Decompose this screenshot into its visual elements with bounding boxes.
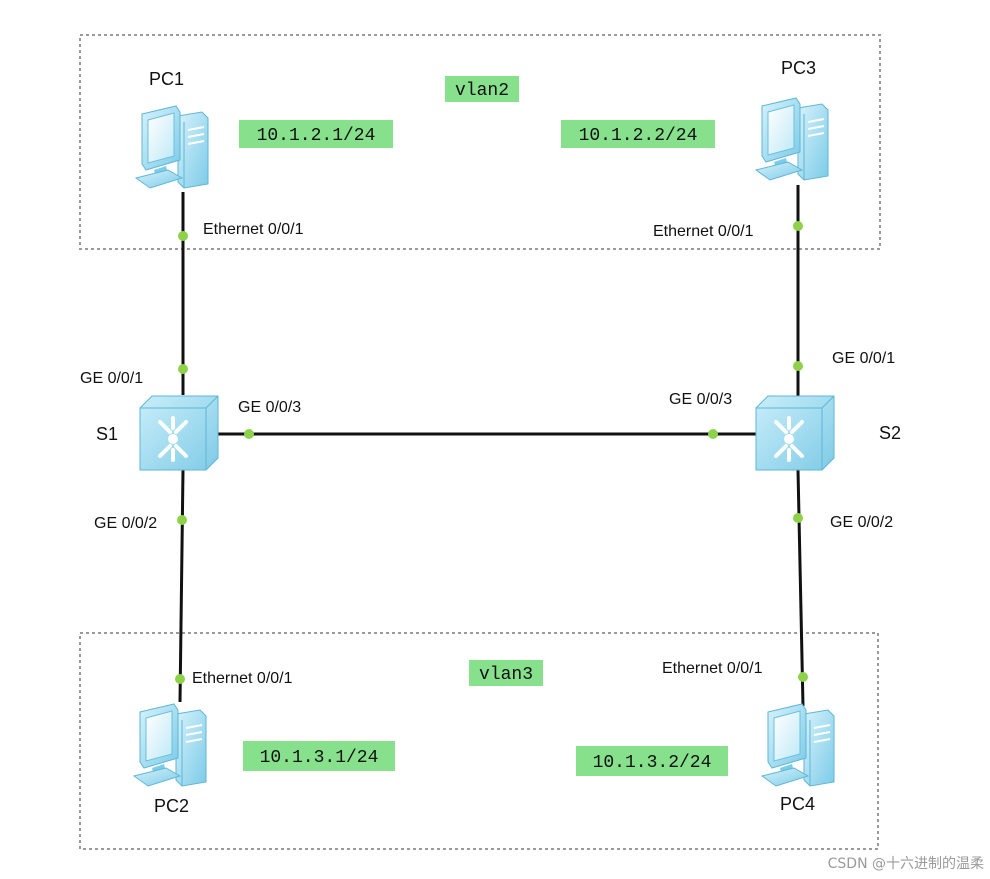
- s1-layer3-switch-icon[interactable]: [138, 394, 220, 472]
- s2-label: S2: [879, 423, 901, 443]
- port-dot-s2-trunk: [708, 429, 718, 439]
- s1-port-up-label: GE 0/0/1: [80, 370, 143, 387]
- pc3-port-label: Ethernet 0/0/1: [653, 223, 754, 240]
- s2-layer3-switch-icon[interactable]: [754, 394, 836, 472]
- pc1-ip-tag-bg: [239, 120, 393, 148]
- link-s2-pc4: [796, 469, 805, 707]
- pc2-ip-tag: 10.1.3.1/24: [260, 748, 379, 768]
- pc4-desktop-pc-icon[interactable]: [761, 703, 835, 787]
- pc2-desktop-pc-icon[interactable]: [133, 703, 207, 787]
- pc1-ip-tag: 10.1.2.1/24: [257, 126, 376, 146]
- s1-port-trunk-label: GE 0/0/3: [238, 399, 301, 416]
- pc1-port-label: Ethernet 0/0/1: [203, 221, 304, 238]
- port-dot-pc4: [798, 672, 808, 682]
- port-dot-s2-up: [793, 361, 803, 371]
- port-dot-s2-down: [793, 513, 803, 523]
- pc3-label: PC3: [781, 58, 816, 78]
- vlan2-tag-bg: [445, 76, 519, 102]
- s1-label: S1: [96, 424, 118, 444]
- pc2-port-label: Ethernet 0/0/1: [192, 670, 293, 687]
- s2-port-trunk-label: GE 0/0/3: [669, 391, 732, 408]
- pc1-desktop-pc-icon[interactable]: [135, 105, 209, 189]
- s1-port-down-label: GE 0/0/2: [94, 515, 157, 532]
- pc2-label: PC2: [154, 796, 189, 816]
- pc3-ip-tag-bg: [561, 120, 715, 148]
- pc4-port-label: Ethernet 0/0/1: [662, 660, 763, 677]
- port-dot-s1-down: [177, 515, 187, 525]
- vlan2-zone: [79, 34, 881, 250]
- pc4-ip-tag-bg: [576, 746, 728, 776]
- pc2-ip-tag-bg: [243, 741, 395, 771]
- vlan3-tag: vlan3: [479, 665, 533, 685]
- port-dot-pc1: [178, 231, 188, 241]
- vlan3-zone: [79, 632, 879, 850]
- pc1-label: PC1: [149, 69, 184, 89]
- s2-port-up-label: GE 0/0/1: [832, 350, 895, 367]
- pc3-desktop-pc-icon[interactable]: [755, 97, 829, 181]
- pc4-ip-tag: 10.1.3.2/24: [593, 753, 712, 773]
- vlan3-tag-bg: [469, 660, 543, 686]
- port-dot-s1-trunk: [244, 429, 254, 439]
- port-dot-s1-up: [178, 364, 188, 374]
- pc3-ip-tag: 10.1.2.2/24: [579, 126, 698, 146]
- s2-port-down-label: GE 0/0/2: [830, 514, 893, 531]
- vlan2-tag: vlan2: [455, 81, 509, 101]
- csdn-watermark: CSDN @十六进制的温柔: [828, 856, 984, 872]
- pc4-label: PC4: [780, 794, 815, 814]
- link-s1-pc2: [178, 469, 185, 703]
- port-dot-pc3: [793, 221, 803, 231]
- port-dot-pc2: [175, 674, 185, 684]
